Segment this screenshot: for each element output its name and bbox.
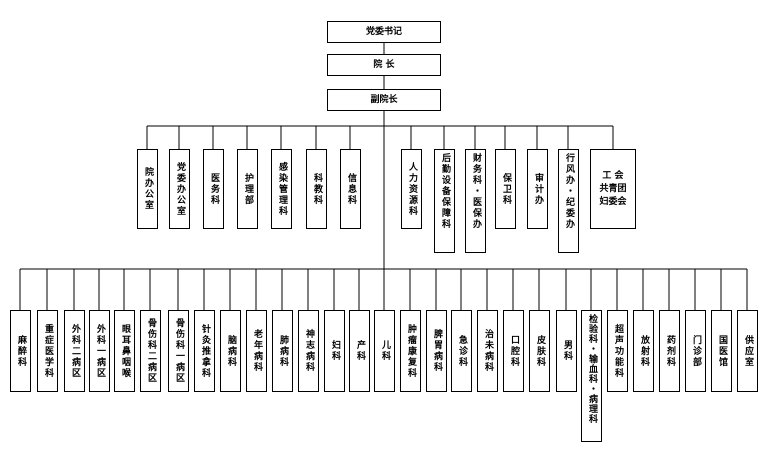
dept-security: 保卫科 (495, 149, 516, 229)
clinic-stomatology: 口腔科 (503, 310, 524, 392)
clinic-surgery-ward-1: 外科一病区 (89, 310, 110, 392)
clinic-icu: 重症医学科 (37, 310, 58, 392)
dept-nursing: 护理部 (237, 149, 258, 229)
clinic-encephalopathy: 脑病科 (220, 310, 241, 392)
dept-party-office: 党委办公室 (169, 149, 190, 229)
dept-science-education: 科教科 (306, 149, 327, 229)
clinic-obstetrics: 产科 (349, 310, 370, 392)
clinic-gastroenterology: 脾胃病科 (426, 310, 447, 392)
dept-union-league-women: 工 会 共青团 妇委会 (590, 149, 636, 229)
clinic-gynecology: 妇科 (324, 310, 345, 392)
dept-conduct-discipline: 行风办・纪委办 (558, 149, 579, 253)
dept-logistics: 后勤设备保障科 (434, 149, 455, 253)
clinic-dermatology: 皮肤科 (529, 310, 550, 392)
clinic-supply-room: 供应室 (737, 310, 758, 392)
dept-human-resources: 人力资源科 (401, 149, 422, 229)
vice-president-box: 副院长 (327, 89, 441, 111)
clinic-ent-eye: 眼耳鼻咽喉 (114, 310, 135, 392)
dept-information: 信息科 (340, 149, 361, 229)
clinic-andrology: 男科 (556, 310, 577, 392)
clinic-pharmacy: 药剂科 (659, 310, 680, 392)
clinic-preventive: 治未病科 (477, 310, 498, 392)
clinic-pulmonology: 肺病科 (272, 310, 293, 392)
clinic-outpatient: 门诊部 (685, 310, 706, 392)
dept-president-office: 院办公室 (137, 149, 158, 229)
clinic-orthopedics-ward-1: 骨伤科一病区 (168, 310, 189, 392)
clinic-acupuncture: 针灸推拿科 (194, 310, 215, 392)
clinic-radiology: 放射科 (633, 310, 654, 392)
dept-infection-control: 感染管理科 (271, 149, 292, 229)
clinic-anesthesia: 麻醉科 (10, 310, 31, 392)
clinic-surgery-ward-2: 外科二病区 (64, 310, 85, 392)
dept-finance-insurance: 财务科・医保办 (465, 149, 486, 253)
president-box: 院 长 (327, 54, 441, 76)
clinic-tcm-hall: 国医馆 (711, 310, 732, 392)
clinic-pediatrics: 儿科 (374, 310, 395, 392)
clinic-orthopedics-ward-2: 骨伤科二病区 (140, 310, 161, 392)
dept-medical-affairs: 医务科 (203, 149, 224, 229)
party-secretary-box: 党委书记 (327, 21, 441, 43)
dept-audit: 审计办 (527, 149, 548, 229)
clinic-oncology-rehab: 肿瘤康复科 (400, 310, 421, 392)
clinic-emergency: 急诊科 (451, 310, 472, 392)
clinic-geriatrics: 老年病科 (246, 310, 267, 392)
clinic-ultrasound: 超声功能科 (607, 310, 628, 392)
clinic-lab-blood-pathology: 检验科・输血科・病理科 (581, 310, 602, 442)
clinic-psychiatry: 神志病科 (298, 310, 319, 392)
